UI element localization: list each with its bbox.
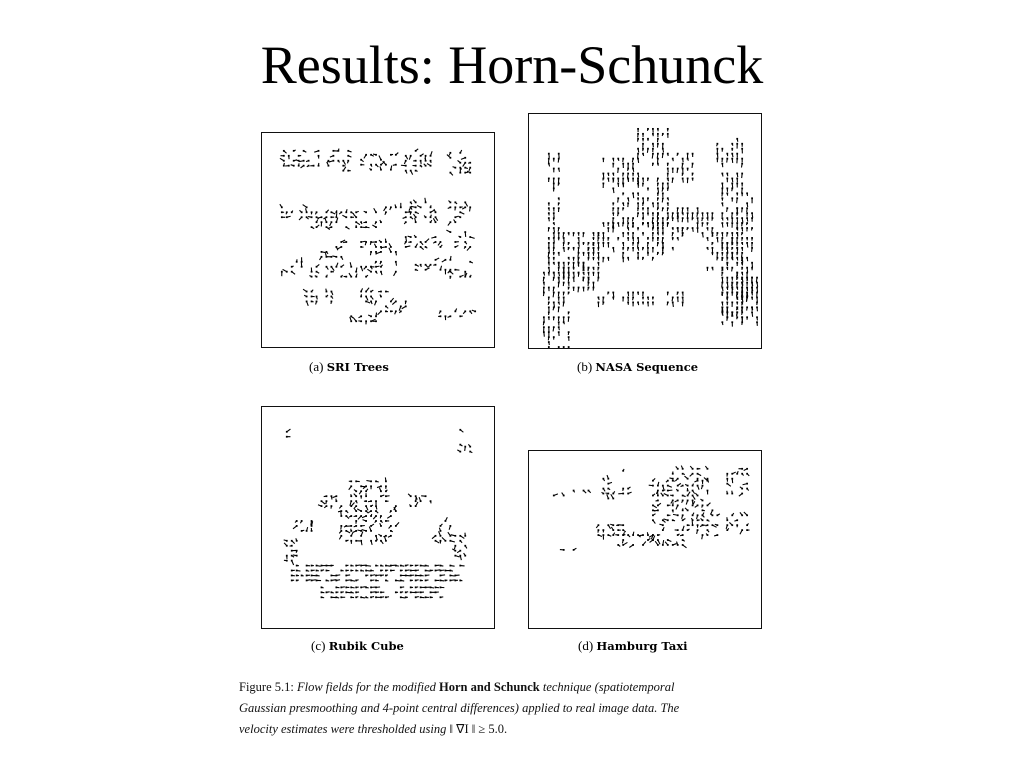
slide-title: Results: Horn-Schunck bbox=[260, 35, 764, 95]
subfigure-name: Hamburg Taxi bbox=[596, 639, 688, 653]
figure-caption-line-2: Gaussian presmoothing and 4-point centra… bbox=[239, 701, 680, 715]
subfigure-label: (d) bbox=[578, 638, 594, 653]
figure-caption-line-3: velocity estimates were thresholded usin… bbox=[239, 719, 799, 740]
subfigure-caption-b: (b) NASA Sequence bbox=[577, 359, 698, 375]
flow-field-image-rubik-cube bbox=[261, 406, 495, 629]
subfigure-caption-c: (c) Rubik Cube bbox=[311, 638, 404, 654]
subfigure-name: SRI Trees bbox=[326, 360, 389, 374]
figure-number: Figure 5.1: bbox=[239, 680, 294, 694]
flow-field-image-nasa-sequence bbox=[528, 113, 762, 349]
subfigure-label: (b) bbox=[577, 359, 593, 374]
figure-caption-line-1: Figure 5.1: Flow fields for the modified… bbox=[239, 677, 799, 698]
subfigure-label: (c) bbox=[311, 638, 326, 653]
caption-text: velocity estimates were thresholded usin… bbox=[239, 722, 447, 736]
subfigure-caption-a: (a) SRI Trees bbox=[309, 359, 389, 375]
flow-field-image-hamburg-taxi bbox=[528, 450, 762, 629]
caption-formula: ‖ ∇I ‖ ≥ 5.0. bbox=[449, 722, 508, 736]
caption-text: technique (spatiotemporal bbox=[542, 680, 675, 694]
subfigure-caption-d: (d) Hamburg Taxi bbox=[578, 638, 688, 654]
flow-field-image-sri-trees bbox=[261, 132, 495, 348]
caption-method: Horn and Schunck bbox=[439, 680, 540, 694]
caption-text: Flow fields for the modified bbox=[296, 680, 436, 694]
figure-caption: Figure 5.1: Flow fields for the modified… bbox=[239, 677, 799, 740]
subfigure-name: NASA Sequence bbox=[595, 360, 699, 374]
subfigure-name: Rubik Cube bbox=[328, 639, 404, 653]
subfigure-label: (a) bbox=[309, 359, 324, 374]
